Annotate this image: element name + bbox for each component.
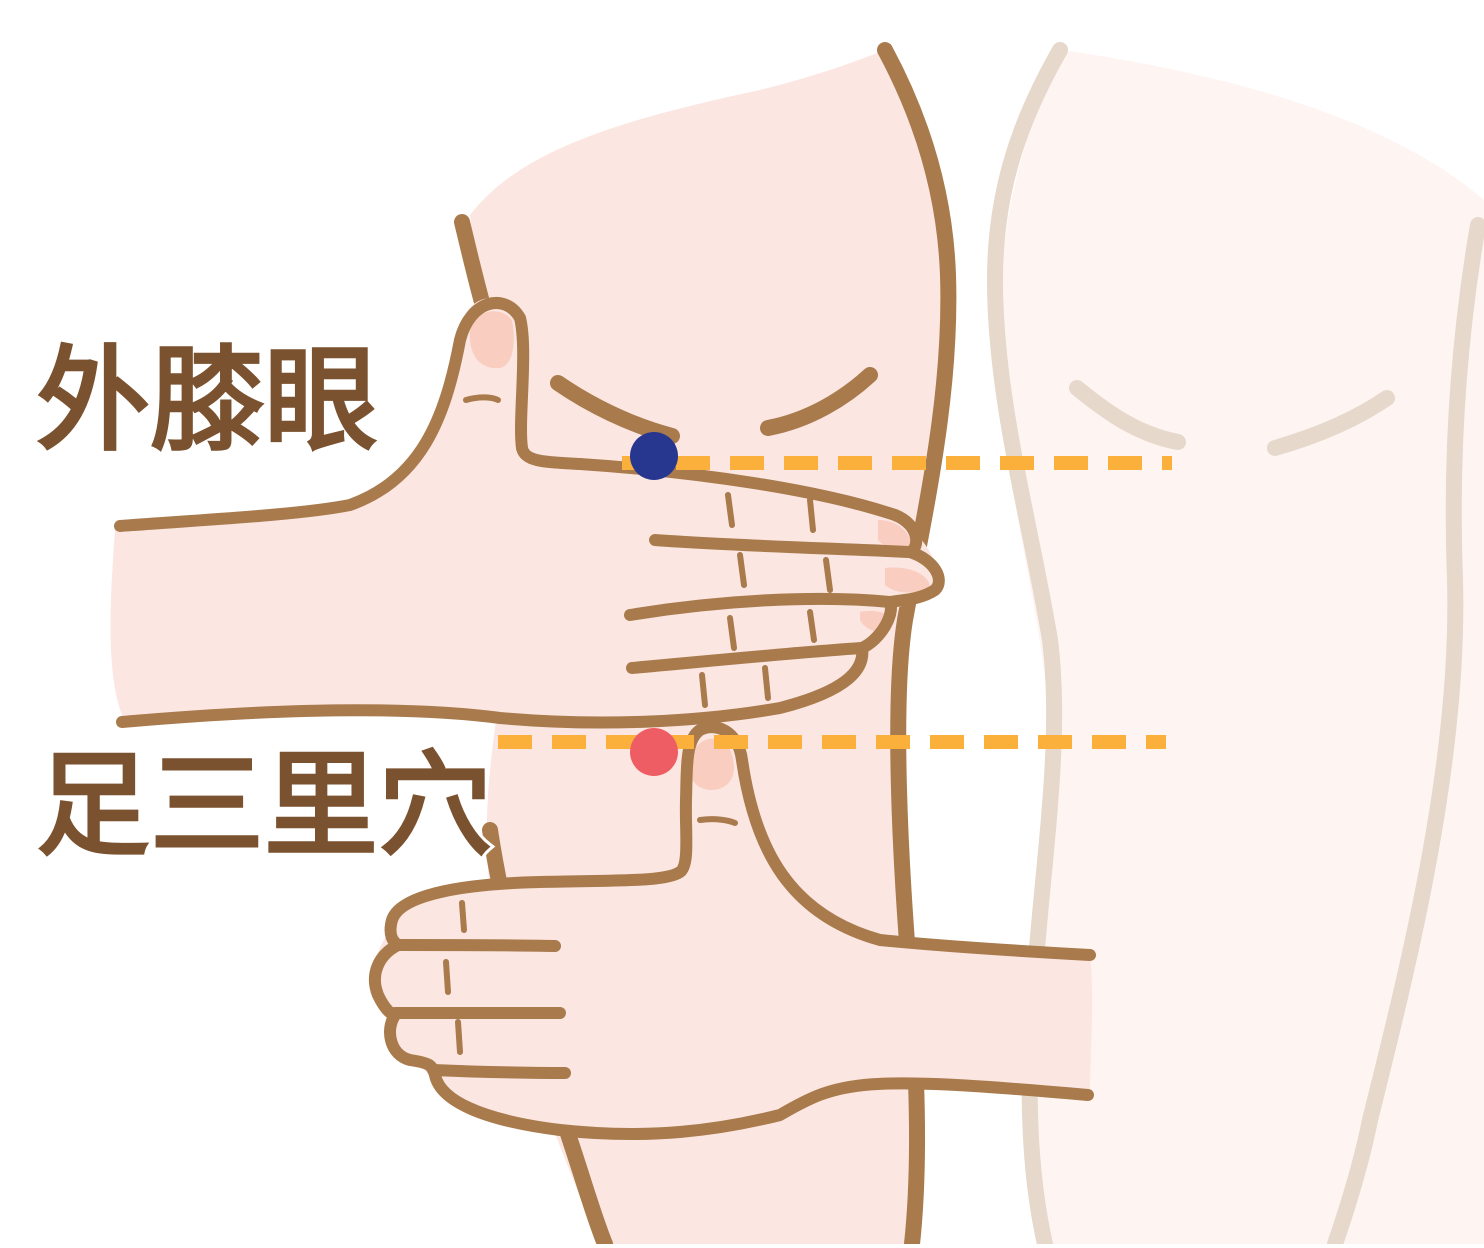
upper-knuckle-crease-1 bbox=[728, 495, 732, 525]
lower-finger-line-1 bbox=[398, 945, 555, 946]
upper-knuckle-crease-6 bbox=[810, 612, 814, 640]
upper-knuckle-crease-2 bbox=[810, 500, 813, 530]
upper-knuckle-crease-8 bbox=[765, 668, 768, 698]
lower-knuckle-crease-1 bbox=[462, 903, 464, 930]
upper-knuckle-crease-3 bbox=[740, 555, 744, 585]
lower-finger-line-3 bbox=[433, 1070, 565, 1073]
lower-knuckle-crease-2 bbox=[446, 962, 448, 992]
lower-knuckle-crease-3 bbox=[458, 1022, 460, 1052]
upper-knuckle-crease-7 bbox=[702, 675, 705, 705]
upper-knuckle-crease-5 bbox=[730, 618, 734, 648]
lower-point-label: 足三里穴 bbox=[36, 739, 492, 872]
lower-point-marker bbox=[630, 728, 678, 776]
upper-point-label: 外膝眼 bbox=[36, 334, 378, 467]
upper-thumb-crease bbox=[466, 397, 498, 400]
upper-point-marker bbox=[630, 432, 678, 480]
upper-knuckle-crease-4 bbox=[826, 560, 830, 590]
